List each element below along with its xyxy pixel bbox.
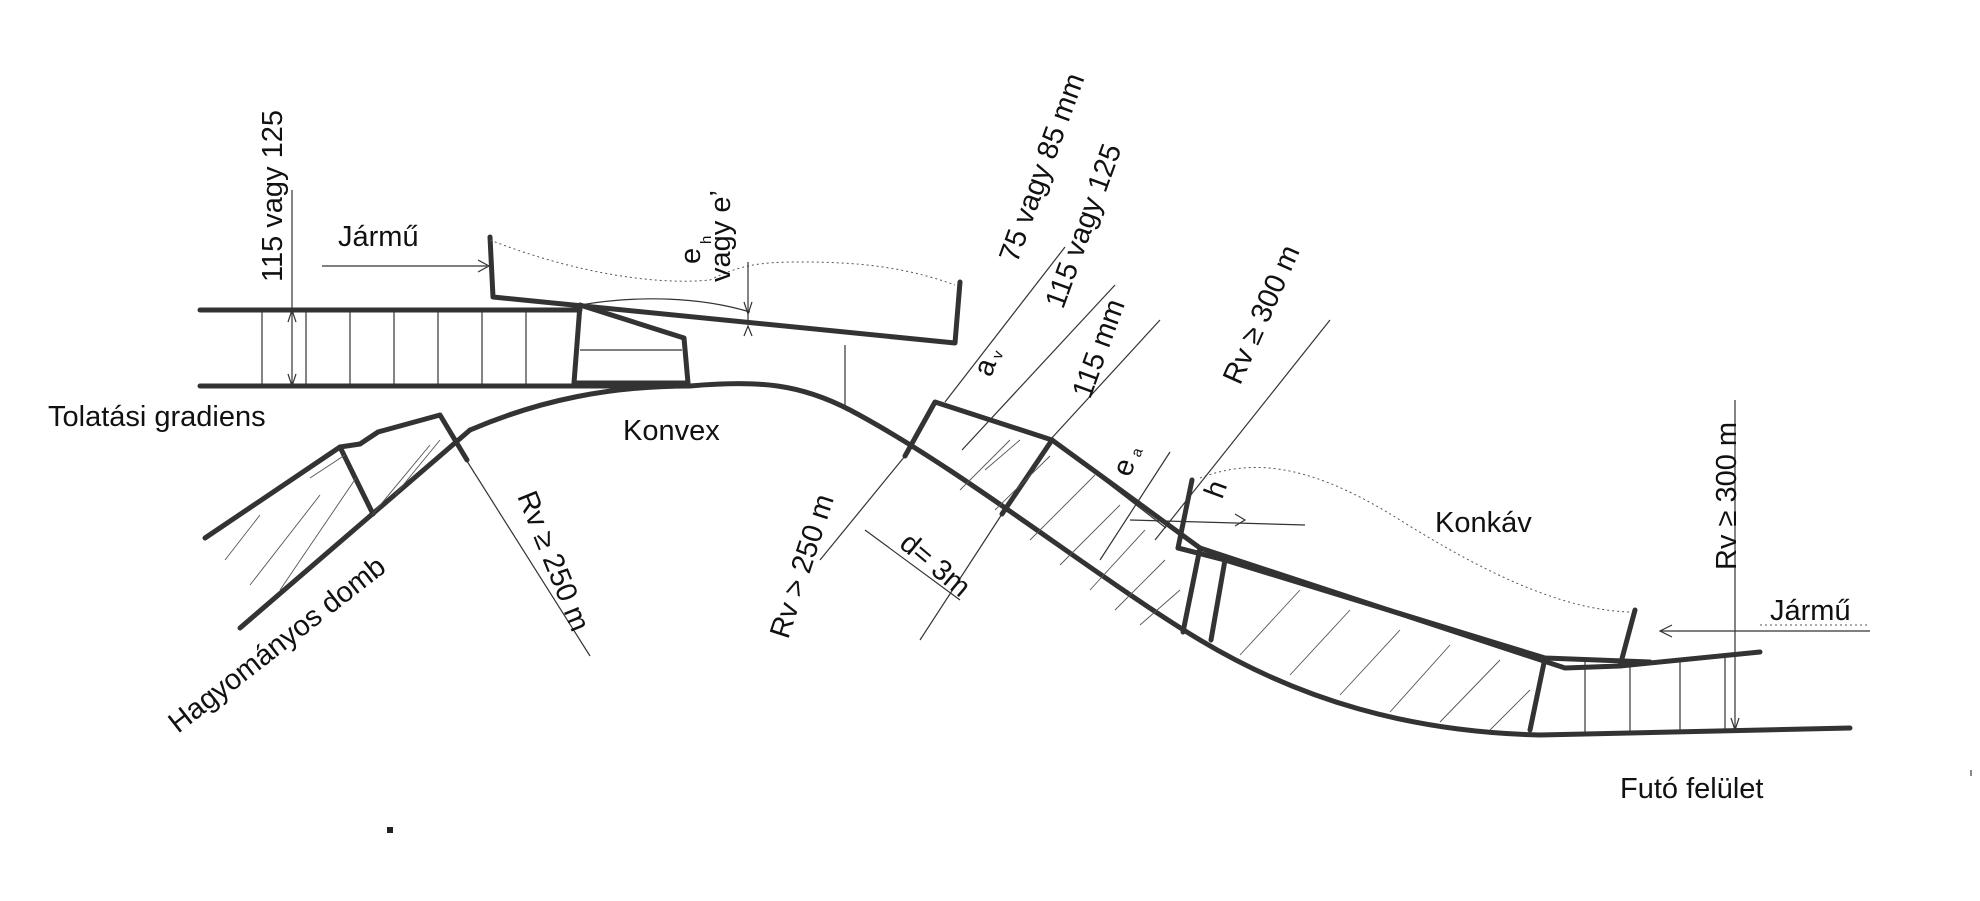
label-rv250-mid: Rv > 250 m (764, 490, 841, 642)
shunting-track (197, 307, 693, 389)
hump-profile-line (467, 381, 1853, 738)
label-115-mm: 115 mm (1067, 295, 1132, 402)
stray-dot (387, 827, 393, 833)
label-konkav: Konkáv (1435, 507, 1532, 539)
dimension-eh (743, 262, 846, 410)
label-ea: e (1107, 454, 1143, 480)
label-vagy-e: vagy e’ (705, 190, 737, 282)
label-rv300-right: Rv ≥ 300 m (1711, 422, 1743, 570)
label-rv250-left: Rv ≥ 250 m (511, 487, 596, 636)
wagon-upper (571, 298, 751, 386)
label-konvex: Konvex (623, 415, 720, 447)
vehicle-upper (322, 234, 963, 346)
dimension-115-125-left (287, 190, 297, 388)
dimension-lines-mid (819, 246, 1331, 641)
label-d-3m: d= 3m (894, 527, 977, 604)
stray-dot-right (1970, 770, 1972, 776)
wagon-lower (1175, 400, 1870, 734)
label-eh-sub: h (698, 236, 715, 244)
label-av-sub: v (989, 348, 1008, 361)
label-futo-felulet: Futó felület (1620, 773, 1763, 805)
label-hagyomanyos-domb: Hagyományos domb (163, 551, 392, 740)
label-tolatasi-gradiens: Tolatási gradiens (48, 401, 266, 433)
label-jarmu-left: Jármű (338, 221, 419, 253)
label-115-125-left: 115 vagy 125 (257, 110, 289, 282)
label-jarmu-right: Jármű (1770, 595, 1851, 627)
label-eh: e (675, 248, 707, 264)
traditional-hump (202, 412, 591, 657)
label-h: h (1199, 476, 1235, 502)
label-ea-sub: a (1128, 445, 1147, 459)
